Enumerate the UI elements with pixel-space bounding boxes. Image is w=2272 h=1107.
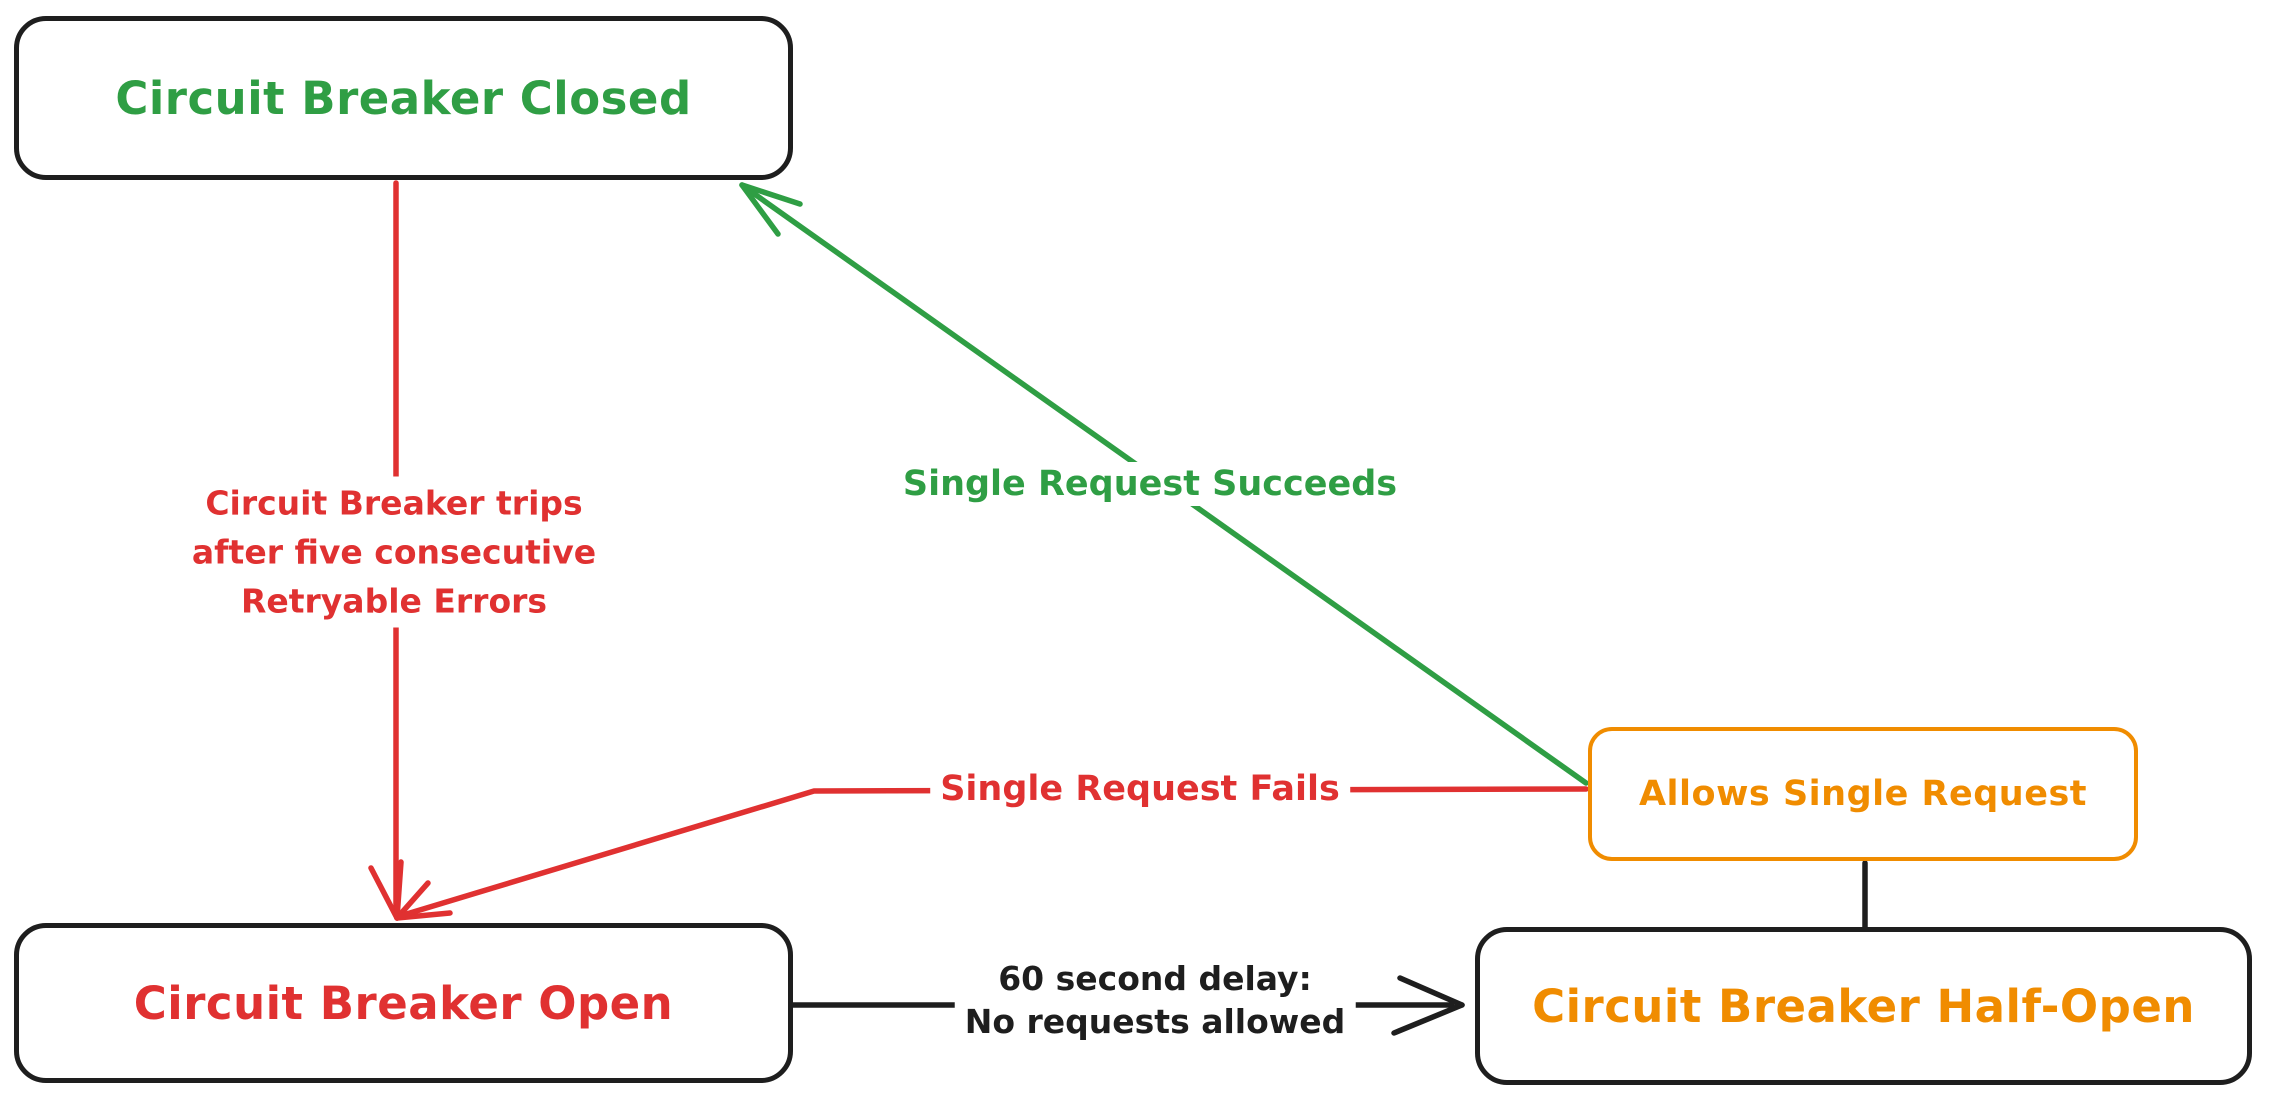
edge-delay-arrowhead-icon (1391, 975, 1465, 1036)
state-label-open: Circuit Breaker Open (133, 976, 674, 1030)
edge-label-succeeds: Single Request Succeeds (892, 462, 1408, 506)
edge-trips-arrowhead-icon (368, 859, 453, 921)
edge-label-trips-line-2: after five consecutive (191, 532, 597, 572)
edge-label-trips-line-3: Retryable Errors (240, 581, 548, 621)
state-node-circuit-breaker-half-open: Circuit Breaker Half-Open (1475, 927, 2252, 1085)
edge-label-delay: 60 second delay: No requests allowed (954, 955, 1356, 1045)
state-node-circuit-breaker-open: Circuit Breaker Open (14, 923, 793, 1083)
state-label-half-open: Circuit Breaker Half-Open (1532, 979, 2195, 1033)
edge-succeeds-arrowhead-icon (739, 182, 803, 237)
edge-label-trips-line-1: Circuit Breaker trips (205, 483, 583, 523)
node-allows-single-request: Allows Single Request (1588, 727, 2138, 861)
state-node-circuit-breaker-closed: Circuit Breaker Closed (14, 16, 793, 180)
edge-label-fails: Single Request Fails (930, 767, 1350, 811)
edge-label-delay-line-2: No requests allowed (964, 1002, 1346, 1041)
edge-label-trips: Circuit Breaker trips after five consecu… (181, 476, 607, 628)
state-label-closed: Circuit Breaker Closed (115, 71, 692, 125)
edge-label-delay-line-1: 60 second delay: (998, 959, 1312, 998)
allows-single-request-label: Allows Single Request (1638, 774, 2088, 814)
